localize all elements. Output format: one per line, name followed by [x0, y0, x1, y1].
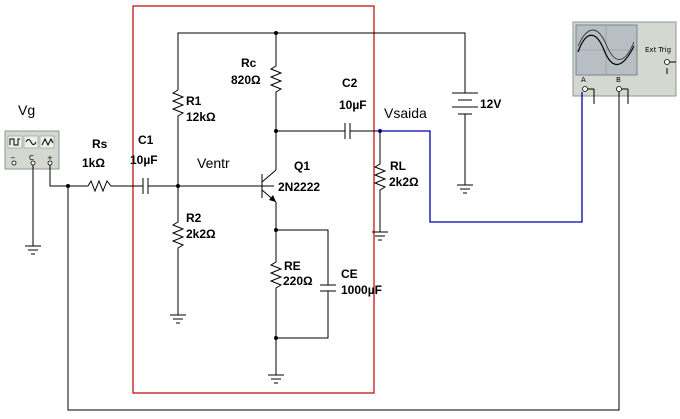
rc-value: 820Ω [231, 73, 261, 87]
oscilloscope-icon[interactable] [572, 21, 677, 97]
rs-name: Rs [92, 137, 108, 151]
r1-name: R1 [186, 94, 202, 108]
ce-name: CE [341, 267, 358, 281]
c1-name: C1 [138, 133, 154, 147]
input-wire [49, 165, 88, 187]
ce-value: 1000µF [341, 283, 382, 297]
rl-value: 2k2Ω [389, 175, 419, 189]
rc-name: Rc [241, 56, 257, 70]
scope-a-terminal[interactable] [582, 86, 588, 92]
r1-resistor [171, 89, 185, 186]
ventr-label: Ventr [197, 155, 230, 171]
scope-trace-a [577, 34, 635, 66]
rs-resistor [87, 179, 128, 193]
r1-value: 12kΩ [186, 110, 216, 124]
r2-resistor [171, 186, 185, 315]
ground-icon [268, 374, 284, 384]
re-name: RE [284, 259, 301, 273]
ce-bottom-wire [276, 291, 329, 339]
rl-resistor [373, 131, 387, 232]
scope-a-wire [380, 97, 583, 223]
ground-icon [25, 245, 41, 255]
c1-value: 10µF [130, 153, 158, 167]
c2-name: C2 [342, 76, 358, 90]
return-wire [67, 97, 620, 411]
scope-b-terminal[interactable] [616, 86, 622, 92]
re-resistor [269, 230, 283, 338]
scope-b-label: B [616, 76, 621, 84]
svg-text:+: + [47, 154, 53, 162]
supply-rail [177, 32, 466, 93]
re-value: 220Ω [283, 274, 313, 288]
rl-name: RL [390, 159, 406, 173]
vsaida-label: Vsaida [384, 105, 427, 121]
vg-label: Vg [18, 102, 35, 118]
battery-value: 12V [480, 97, 501, 111]
npn-transistor-icon [261, 163, 277, 230]
r2-value: 2k2Ω [186, 227, 216, 241]
rc-resistor [269, 33, 283, 163]
function-generator-icon[interactable]: − C + [4, 130, 60, 170]
ground-icon [457, 184, 473, 194]
ce-top-wire [276, 229, 329, 285]
q1-part: 2N2222 [278, 180, 320, 194]
c2-value: 10µF [339, 98, 367, 112]
battery-icon [452, 92, 478, 115]
ground-icon [170, 314, 186, 324]
q1-name: Q1 [294, 159, 310, 173]
rs-value: 1kΩ [82, 156, 105, 170]
r2-name: R2 [186, 211, 202, 225]
svg-text:−: − [10, 154, 16, 162]
ground-icon [372, 231, 388, 241]
scope-trace-b [577, 29, 635, 60]
scope-ext-trig-label: Ext Trig [645, 46, 671, 54]
scope-ext-trig-terminal[interactable] [664, 59, 670, 65]
amplifier-boundary [132, 5, 375, 394]
svg-text:C: C [29, 154, 34, 162]
scope-a-label: A [581, 76, 586, 84]
